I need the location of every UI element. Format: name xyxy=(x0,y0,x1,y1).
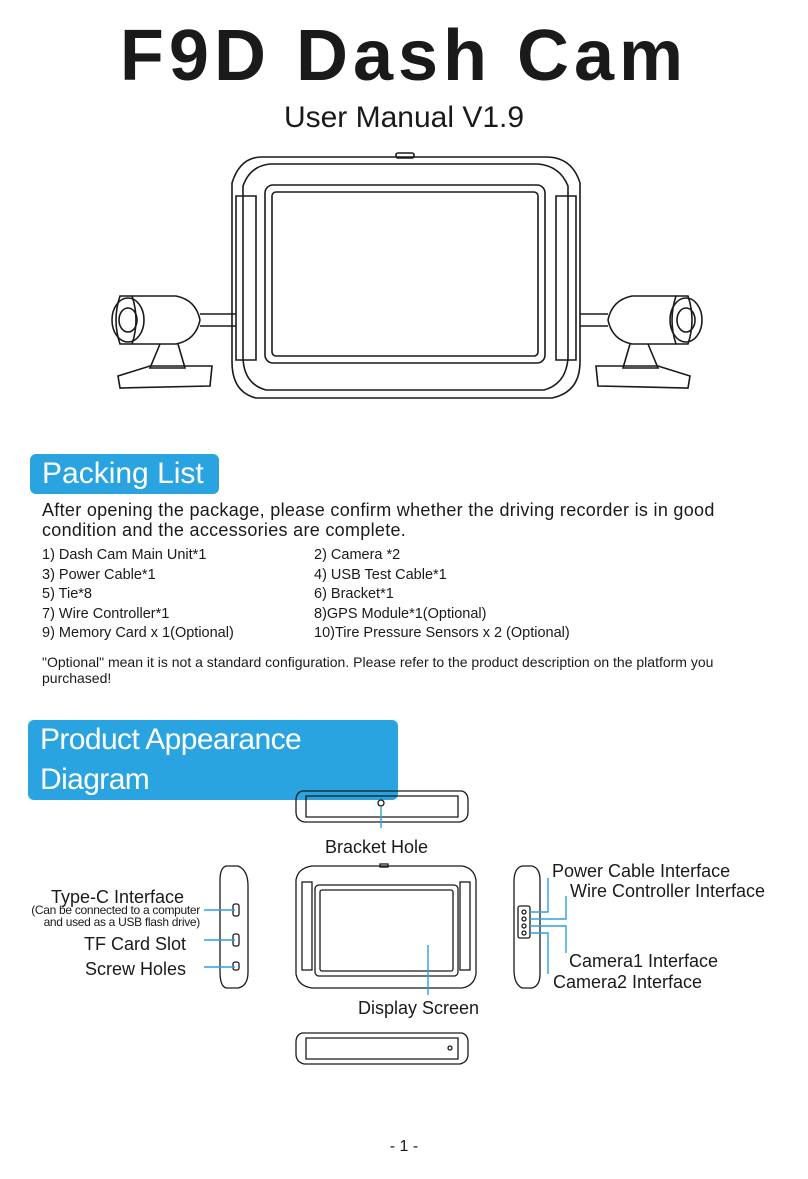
page-number: - 1 - xyxy=(389,1138,419,1155)
list-item: 4) USB Test Cable*1 xyxy=(314,566,447,583)
list-item: 2) Camera *2 xyxy=(314,547,401,563)
bottom-view-device xyxy=(295,1032,469,1065)
packing-list-heading: Packing List xyxy=(30,454,219,494)
list-item: 3) Power Cable*1 xyxy=(42,566,156,583)
screw-holes-label: Screw Holes xyxy=(85,959,187,979)
list-item: 6) Bracket*1 xyxy=(314,586,394,603)
page-subtitle: User Manual V1.9 xyxy=(283,101,525,134)
type-c-label: Type-C Interface xyxy=(51,887,185,907)
list-item: 8)GPS Module*1(Optional) xyxy=(314,605,487,622)
camera1-label: Camera1 Interface xyxy=(569,951,719,971)
list-item: 7) Wire Controller*1 xyxy=(42,605,170,622)
right-side-device xyxy=(513,865,541,989)
bracket-hole-label: Bracket Hole xyxy=(325,837,429,857)
list-item: 1) Dash Cam Main Unit*1 xyxy=(42,547,207,563)
front-view-device xyxy=(295,865,477,989)
packing-intro: After opening the package, please confir… xyxy=(42,500,715,540)
optional-note: "Optional" mean it is not a standard con… xyxy=(42,654,714,686)
power-cable-label: Power Cable Interface xyxy=(552,861,731,881)
appearance-heading: Product Appearance Diagram xyxy=(28,720,398,800)
top-view-device xyxy=(295,790,469,823)
list-item: 5) Tie*8 xyxy=(42,586,92,603)
camera2-label: Camera2 Interface xyxy=(553,972,703,992)
list-item: 9) Memory Card x 1(Optional) xyxy=(42,625,234,642)
page-title: F9D Dash Cam xyxy=(119,16,689,96)
wire-controller-label: Wire Controller Interface xyxy=(570,881,766,901)
display-screen-label: Display Screen xyxy=(358,998,480,1018)
list-item: 10)Tire Pressure Sensors x 2 (Optional) xyxy=(314,625,570,642)
dash-cam-illustration xyxy=(111,152,703,399)
type-c-note-line2: and used as a USB flash drive) xyxy=(43,915,201,929)
tf-card-label: TF Card Slot xyxy=(84,934,187,954)
left-side-device xyxy=(219,865,249,989)
type-c-note-line1: (Can be connected to a computer xyxy=(31,903,200,917)
bracket-hole-icon xyxy=(377,799,385,807)
packing-items: 1) Dash Cam Main Unit*1 2) Camera *2 3) … xyxy=(42,546,762,644)
